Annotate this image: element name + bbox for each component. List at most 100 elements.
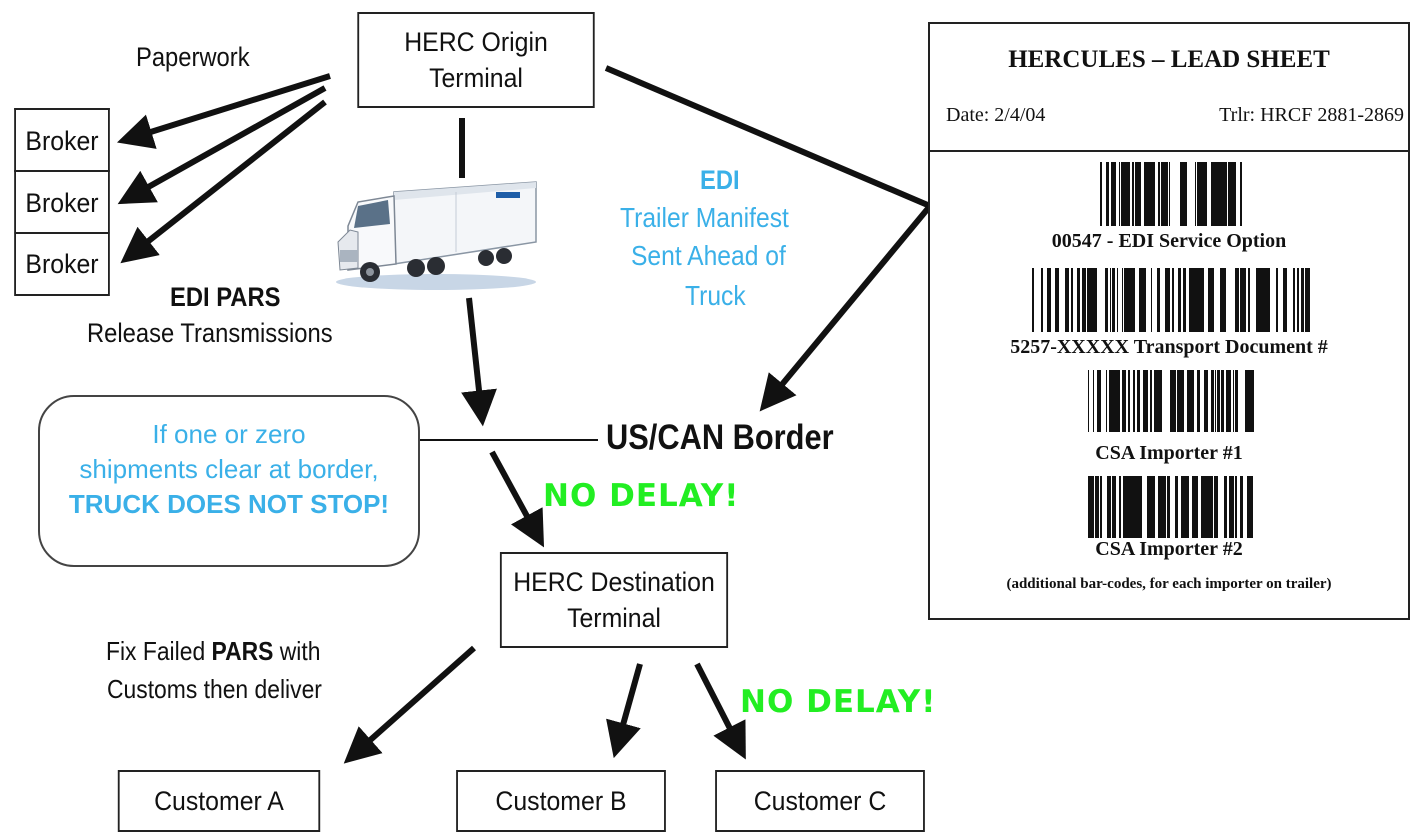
barcode-bar	[1204, 370, 1206, 432]
barcode-bar	[1186, 476, 1188, 538]
barcode-bar	[1149, 476, 1151, 538]
barcode-bar	[1306, 268, 1308, 332]
barcode-bar	[1188, 476, 1189, 538]
barcode-bar	[1091, 268, 1093, 332]
barcode-bar	[1160, 476, 1163, 538]
barcode-bar	[1077, 268, 1080, 332]
broker-label-3: Broker	[25, 249, 99, 279]
barcode-bar	[1106, 268, 1108, 332]
barcode-bar	[1293, 268, 1295, 332]
barcode-bar	[1214, 476, 1217, 538]
barcode-bar	[1097, 370, 1098, 432]
barcode-bar	[1242, 268, 1243, 332]
barcode-bar	[1165, 268, 1166, 332]
barcode-bar	[1143, 268, 1144, 332]
barcode-bar	[1166, 268, 1167, 332]
barcode-bar	[1093, 268, 1096, 332]
barcode-bar	[1140, 162, 1141, 226]
barcode-bar	[1148, 162, 1151, 226]
barcode-bar	[1195, 268, 1198, 332]
barcode-bar	[1132, 162, 1133, 226]
barcode-bar	[1250, 476, 1253, 538]
barcode-bar	[1119, 476, 1120, 538]
us-can-border-label: US/CAN Border	[606, 418, 834, 457]
lead-sheet-footnote: (additional bar-codes, for each importer…	[1006, 576, 1332, 592]
barcode-bar	[1175, 370, 1176, 432]
barcode-bar	[1240, 476, 1243, 538]
barcode-bar	[1082, 268, 1085, 332]
barcode-bar	[1201, 268, 1204, 332]
barcode-bar	[1122, 370, 1123, 432]
barcode-bar	[1301, 268, 1303, 332]
callout-line-2: shipments clear at border,	[79, 454, 379, 484]
barcode-bar	[1285, 268, 1286, 332]
barcode-bar	[1232, 162, 1234, 226]
barcode-bar	[1161, 162, 1164, 226]
barcode-bar	[1203, 162, 1205, 226]
callout-emphasis: TRUCK DOES NOT STOP!	[68, 489, 390, 519]
barcode-bar	[1169, 268, 1170, 332]
barcode-bar	[1262, 268, 1263, 332]
barcode-bar	[1111, 370, 1114, 432]
barcode-bar	[1266, 268, 1269, 332]
barcode-bar	[1235, 476, 1237, 538]
barcode-bar	[1308, 268, 1310, 332]
barcode-bar	[1140, 476, 1142, 538]
barcode-bar	[1121, 162, 1122, 226]
barcode-bar	[1179, 370, 1182, 432]
barcode-bar	[1200, 162, 1202, 226]
barcode-bar	[1143, 370, 1145, 432]
barcode-bar	[1249, 370, 1252, 432]
barcode-bar	[1182, 370, 1184, 432]
barcode-bar	[1269, 268, 1270, 332]
barcode-bar	[1185, 476, 1186, 538]
barcode-bar	[1100, 162, 1102, 226]
barcode-bar	[1041, 268, 1042, 332]
barcode-bar	[1112, 476, 1115, 538]
barcode-bar	[1092, 476, 1094, 538]
barcode-bar	[1108, 162, 1109, 226]
barcode-bar	[1183, 476, 1185, 538]
barcode-bar	[1055, 268, 1058, 332]
barcode-bar	[1167, 268, 1169, 332]
barcode-bar	[1120, 476, 1121, 538]
arrow-border-to-destination	[489, 450, 545, 548]
barcode-bar	[1128, 476, 1129, 538]
barcode-bar	[1047, 268, 1048, 332]
barcode-bar	[1114, 268, 1115, 332]
barcode-bar	[1236, 268, 1239, 332]
barcode-bar	[1192, 476, 1194, 538]
barcode-bar	[1093, 370, 1094, 432]
barcode-bar	[1145, 370, 1148, 432]
barcode-bar	[1171, 370, 1172, 432]
edi-line-2: Sent Ahead of	[631, 240, 786, 271]
barcode-bar	[1185, 162, 1187, 226]
barcode-bar	[1142, 268, 1143, 332]
barcode-bar	[1245, 370, 1246, 432]
line-origin-to-leadsheet	[604, 65, 932, 209]
barcode-bar	[1216, 162, 1217, 226]
barcode-bar	[1108, 476, 1111, 538]
fix-failed-pars-line2: Customs then deliver	[107, 674, 322, 704]
barcode-bar	[1042, 268, 1043, 332]
barcode-bar	[1154, 162, 1155, 226]
barcode-bar	[1091, 476, 1092, 538]
barcode-bar	[1112, 268, 1114, 332]
barcode-bar	[1224, 162, 1226, 226]
barcode-bar	[1130, 268, 1131, 332]
arrow-destination-to-customer-a	[343, 645, 476, 764]
barcode-bar	[1125, 476, 1128, 538]
barcode-bar	[1134, 476, 1137, 538]
barcode-bar	[1127, 162, 1130, 226]
barcode-bar	[1225, 476, 1227, 538]
barcode-bar	[1131, 268, 1134, 332]
barcode-bar	[1128, 370, 1130, 432]
barcode-bar	[1150, 370, 1152, 432]
barcode-bar	[1217, 476, 1218, 538]
customer-b-box: Customer B	[456, 770, 666, 832]
barcode-bar	[1167, 476, 1170, 538]
fix-failed-pars-label: Fix Failed PARS with	[106, 636, 350, 667]
barcode-bar	[1194, 476, 1195, 538]
barcode-icon	[1088, 370, 1254, 432]
